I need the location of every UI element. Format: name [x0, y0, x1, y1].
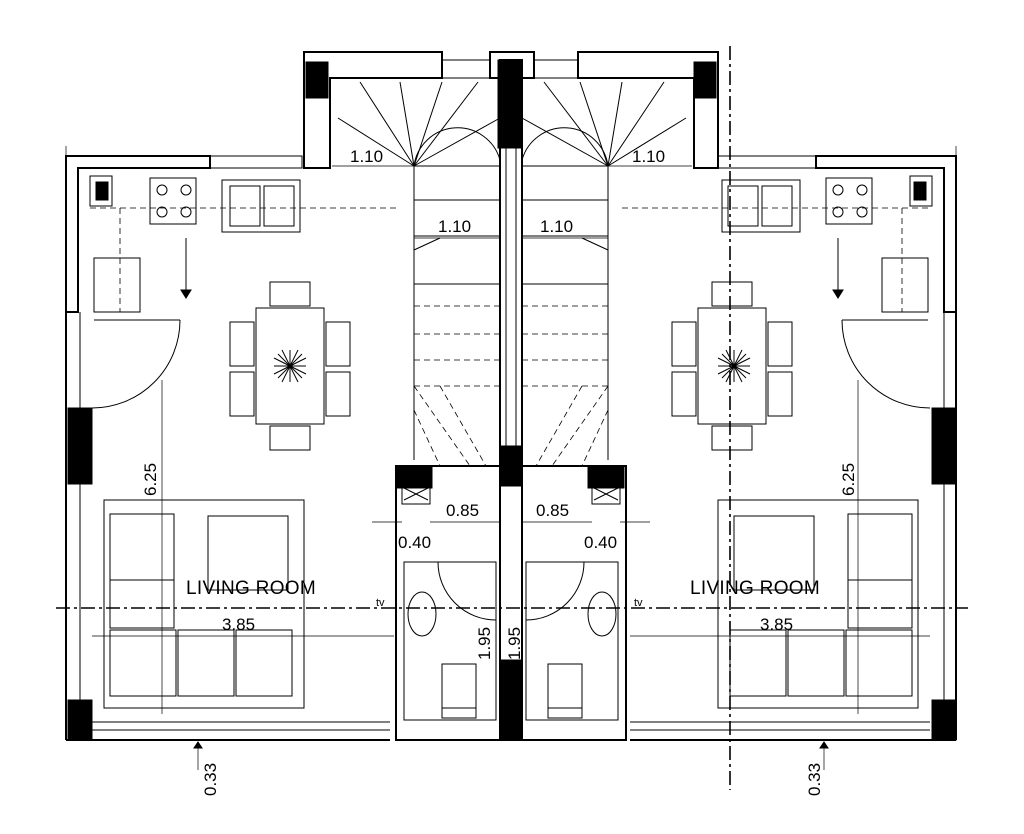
wc-depth-right-label: 1.95 — [505, 627, 524, 660]
stair-width-mid-right-label: 1.10 — [540, 217, 573, 236]
wc-width-right-label: 0.85 — [536, 501, 569, 520]
room-width-left-label: 3.85 — [222, 615, 255, 634]
structural-columns — [67, 59, 957, 741]
tv-right-label: tv — [634, 597, 643, 609]
labels: 1.10 1.10 1.10 1.10 0.85 0.85 0.40 0.40 … — [141, 147, 858, 796]
wc-depth-left-label: 1.95 — [475, 627, 494, 660]
room-name-right-label: LIVING ROOM — [690, 578, 820, 599]
tv-left-label: tv — [376, 597, 385, 609]
stove-burners-right-icon — [832, 184, 868, 218]
wall-offset-left-label: 0.33 — [201, 763, 220, 796]
dining-table-right — [671, 281, 793, 451]
wc-offset-right-label: 0.40 — [584, 533, 617, 552]
wc-width-left-label: 0.85 — [446, 501, 479, 520]
stair-width-top-left-label: 1.10 — [350, 147, 383, 166]
plant-left-icon — [273, 349, 307, 383]
outer-walls — [65, 51, 957, 741]
room-depth-left-label: 6.25 — [141, 463, 160, 496]
room-width-right-label: 3.85 — [760, 615, 793, 634]
plant-right-icon — [717, 349, 751, 383]
room-name-left-label: LIVING ROOM — [186, 578, 316, 599]
kitchen-right — [622, 175, 933, 409]
sofa-right — [717, 499, 919, 709]
staircase-right — [521, 81, 687, 467]
wall-offset-right-label: 0.33 — [805, 763, 824, 796]
dining-table-left — [229, 281, 351, 451]
axis-lines — [56, 46, 968, 790]
room-depth-right-label: 6.25 — [839, 463, 858, 496]
dimension-lines — [92, 165, 930, 770]
stove-burners-left-icon — [156, 184, 192, 218]
stair-width-mid-left-label: 1.10 — [438, 217, 471, 236]
staircase-left — [337, 81, 501, 467]
stair-width-top-right-label: 1.10 — [632, 147, 665, 166]
kitchen-left — [89, 175, 400, 409]
wc-left — [395, 465, 501, 741]
sofa-left — [103, 499, 305, 709]
wc-offset-left-label: 0.40 — [398, 533, 431, 552]
